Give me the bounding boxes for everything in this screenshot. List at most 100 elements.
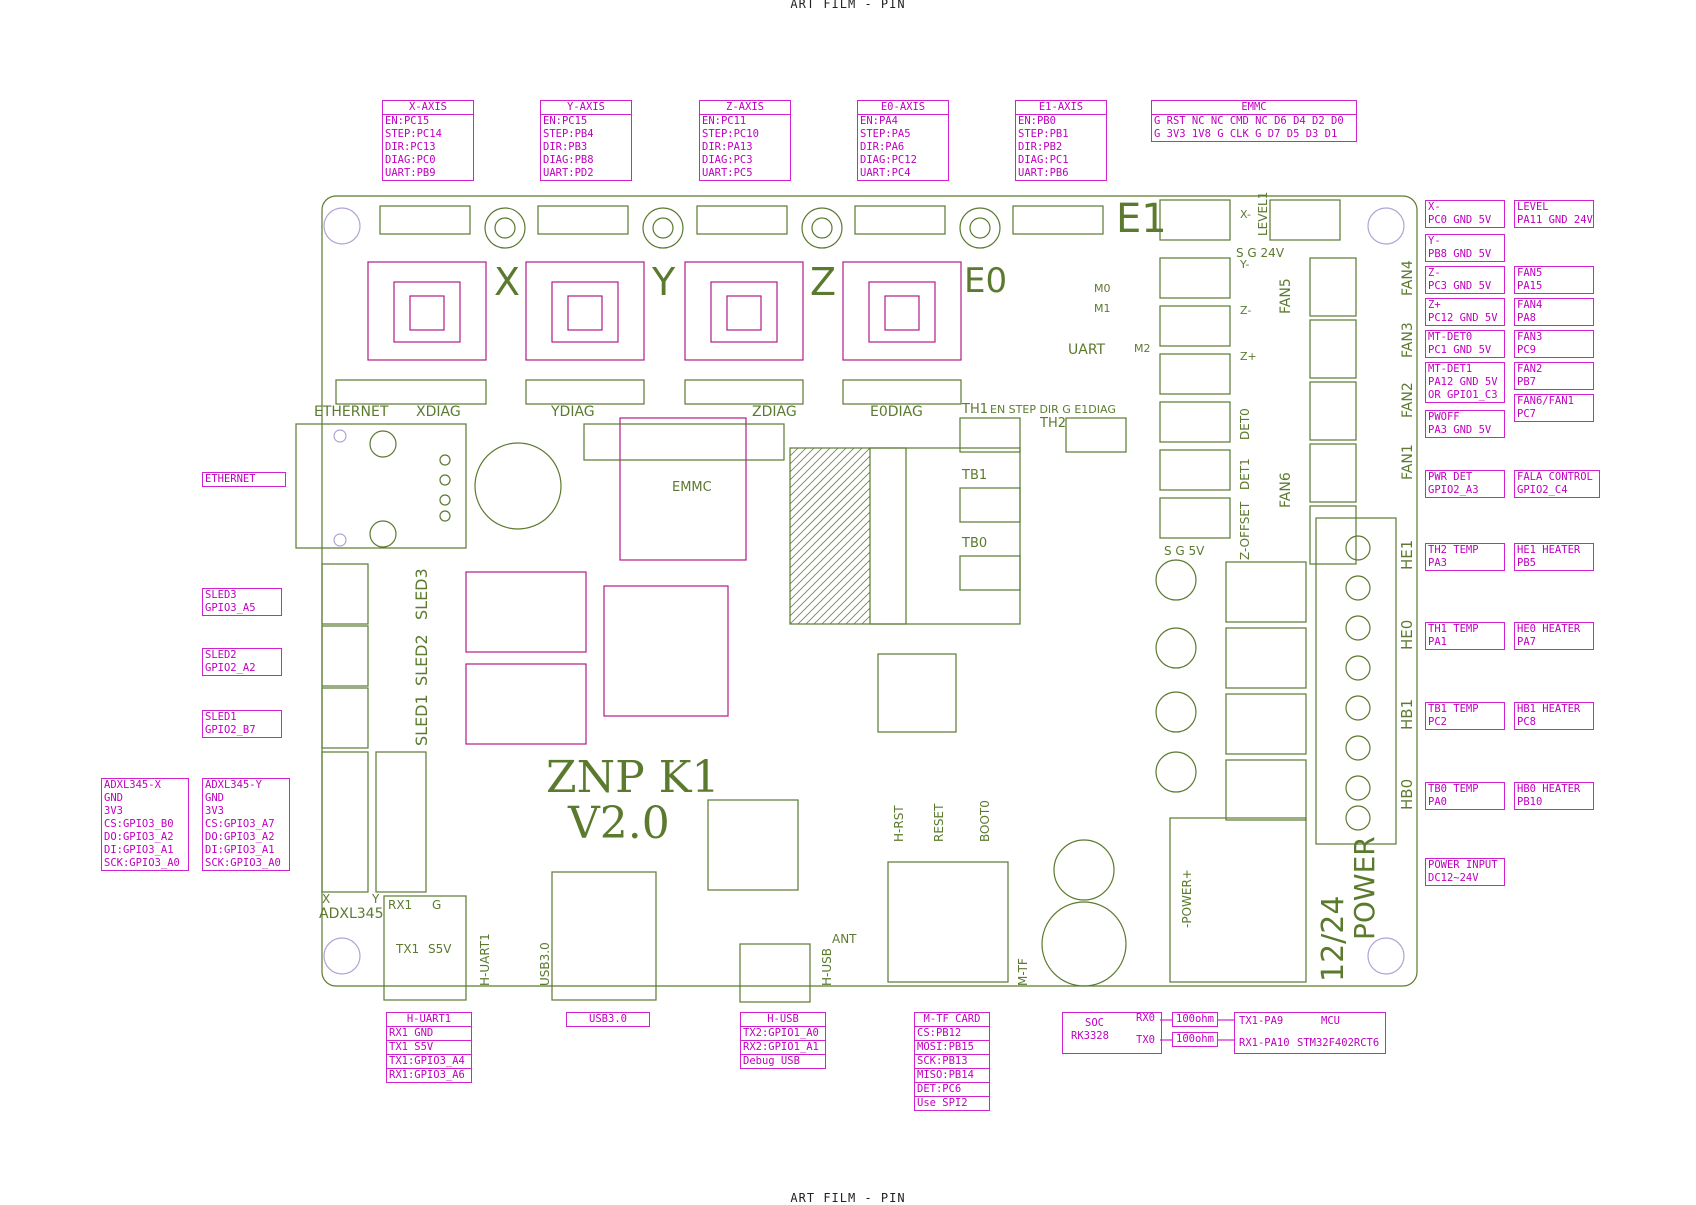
hatch-line xyxy=(845,599,871,625)
pin-line: TH2 TEMP xyxy=(1428,544,1479,556)
pin-box-fala-control: FALA CONTROL GPIO2_C4 xyxy=(1514,470,1600,498)
pin-box-he0-heater: HE0 HEATER PA7 xyxy=(1514,622,1594,650)
pin-line: PA11 GND 24V xyxy=(1517,214,1593,226)
silk-xdiag: XDIAG xyxy=(416,404,461,420)
silk-z-offset: Z-OFFSET xyxy=(1238,501,1252,560)
silk-det1: DET1 xyxy=(1238,458,1252,490)
pin-box-fan5: FAN5 PA15 xyxy=(1514,266,1594,294)
silk-h-rst: H-RST xyxy=(892,805,906,842)
hatch-line xyxy=(789,495,871,577)
pin-line: TH1 TEMP xyxy=(1428,623,1479,635)
h-uart1-title: H-UART1 xyxy=(387,1013,471,1027)
hatch-line xyxy=(789,447,823,481)
hatch-line xyxy=(789,463,871,545)
pin-line: SLED1 xyxy=(205,711,237,723)
pin-line: GPIO2_A2 xyxy=(205,662,256,674)
hatch-line xyxy=(789,471,871,553)
silk-x-minus: X- xyxy=(1240,208,1251,221)
pin-line: PA7 xyxy=(1517,636,1536,648)
pin-line: EN:PC15 xyxy=(543,115,588,127)
m-tf-card-pin-box: M-TF CARD CS:PB12 MOSI:PB15 SCK:PB13 MIS… xyxy=(914,1012,990,1111)
pin-line: PA15 xyxy=(1517,280,1543,292)
silk-ant: ANT xyxy=(832,932,857,946)
hatch-line xyxy=(829,583,871,625)
mcu-tx1: TX1-PA9 xyxy=(1239,1015,1284,1027)
pin-line: DIR:PB2 xyxy=(1018,141,1063,153)
hatch-line xyxy=(789,455,871,537)
silk-fan5: FAN5 xyxy=(1278,278,1294,314)
silk-hb0: HB0 xyxy=(1398,778,1416,810)
pin-box-level: LEVEL PA11 GND 24V xyxy=(1514,200,1594,228)
silk-hb1: HB1 xyxy=(1398,698,1416,730)
pin-line: TX1 S5V xyxy=(387,1041,471,1055)
adxl345-y-pin-box: ADXL345-Y GND 3V3 CS:GPIO3_A7 DO:GPIO3_A… xyxy=(202,778,290,871)
soc-box: SOC RK3328 xyxy=(1062,1012,1162,1054)
pin-line: SLED3 xyxy=(205,589,237,601)
pin-box-mt-det1: MT-DET1 PA12 GND 5V OR GPIO1_C3 xyxy=(1425,362,1505,403)
silk-s-g-5v: S G 5V xyxy=(1164,544,1205,558)
pin-line: UART:PD2 xyxy=(543,167,594,179)
pin-box-z-minus: Z- PC3 GND 5V xyxy=(1425,266,1505,294)
z-axis-pin-box: Z-AXIS EN:PC11 STEP:PC10 DIR:PA13 DIAG:P… xyxy=(699,100,791,181)
pin-line: DO:GPIO3_A2 xyxy=(205,831,275,843)
resistor-1-text: 100ohm xyxy=(1172,1012,1218,1027)
pin-line: PC0 GND 5V xyxy=(1428,214,1492,226)
pin-line: STEP:PA5 xyxy=(860,128,911,140)
pin-line: FAN6/FAN1 xyxy=(1517,395,1574,407)
hatch-line xyxy=(789,447,815,473)
pin-line: X- xyxy=(1428,201,1441,213)
pin-line: LEVEL xyxy=(1517,201,1549,213)
silk-e1: E1 xyxy=(1116,196,1167,242)
hatch-line xyxy=(789,535,871,617)
pin-line: DO:GPIO3_A2 xyxy=(104,831,174,843)
hatch-line xyxy=(853,607,871,625)
pin-line: GPIO2_A3 xyxy=(1428,484,1479,496)
pin-line: ETHERNET xyxy=(205,473,256,485)
pin-line: MT-DET1 xyxy=(1428,363,1473,375)
silk-boot0: BOOT0 xyxy=(978,800,992,842)
soc-label: SOC xyxy=(1085,1017,1104,1029)
pin-line: CS:GPIO3_A7 xyxy=(205,818,275,830)
pin-line: PC8 xyxy=(1517,716,1536,728)
hatch-line xyxy=(805,559,871,625)
pin-line: G 3V3 1V8 G CLK G D7 D5 D3 D1 xyxy=(1154,128,1338,140)
pin-line: MOSI:PB15 xyxy=(915,1041,989,1055)
emmc-title: EMMC xyxy=(1152,101,1356,115)
pin-box-tb1-temp: TB1 TEMP PC2 xyxy=(1425,702,1505,730)
pin-box-pwoff: PWOFF PA3 GND 5V xyxy=(1425,410,1505,438)
silk-fan6: FAN6 xyxy=(1278,472,1294,508)
silk-sled3: SLED3 xyxy=(412,568,431,620)
pin-line: TX2:GPIO1_A0 xyxy=(741,1027,825,1041)
pin-line: PA1 xyxy=(1428,636,1447,648)
e0-axis-title: E0-AXIS xyxy=(858,101,948,115)
pin-line: PB10 xyxy=(1517,796,1543,808)
pin-line: 3V3 xyxy=(205,805,224,817)
y-axis-title: Y-AXIS xyxy=(541,101,631,115)
silk-z: Z xyxy=(810,260,837,304)
silk-e0diag: E0DIAG xyxy=(870,404,923,420)
pin-line: 3V3 xyxy=(104,805,123,817)
silk-fan3: FAN3 xyxy=(1400,322,1416,358)
pin-line: PC7 xyxy=(1517,408,1536,420)
silk-m-tf: M-TF xyxy=(1016,958,1030,986)
silk-th2: TH2 xyxy=(1040,416,1066,431)
hatch-line xyxy=(789,447,799,457)
e0-axis-pin-box: E0-AXIS EN:PA4 STEP:PA5 DIR:PA6 DIAG:PC1… xyxy=(857,100,949,181)
soc-chip xyxy=(603,585,729,717)
pin-line: PC3 GND 5V xyxy=(1428,280,1492,292)
pin-box-pwr-det: PWR DET GPIO2_A3 xyxy=(1425,470,1505,498)
pin-line: DIAG:PC0 xyxy=(385,154,436,166)
hatch-line xyxy=(789,527,871,609)
hatch-line xyxy=(789,447,863,521)
pin-line: PB5 xyxy=(1517,557,1536,569)
x-axis-pin-box: X-AXIS EN:PC15 STEP:PC14 DIR:PC13 DIAG:P… xyxy=(382,100,474,181)
silk-s5v: S5V xyxy=(428,942,452,956)
hatch-line xyxy=(789,447,807,465)
pin-line: EN:PC15 xyxy=(385,115,430,127)
y-axis-connector xyxy=(537,205,629,235)
pin-line: PB7 xyxy=(1517,376,1536,388)
mount-hole-bl xyxy=(323,937,361,975)
silk-e0: E0 xyxy=(964,261,1008,301)
silk-he1: HE1 xyxy=(1398,539,1416,570)
silk-y-minus: Y- xyxy=(1240,258,1250,271)
